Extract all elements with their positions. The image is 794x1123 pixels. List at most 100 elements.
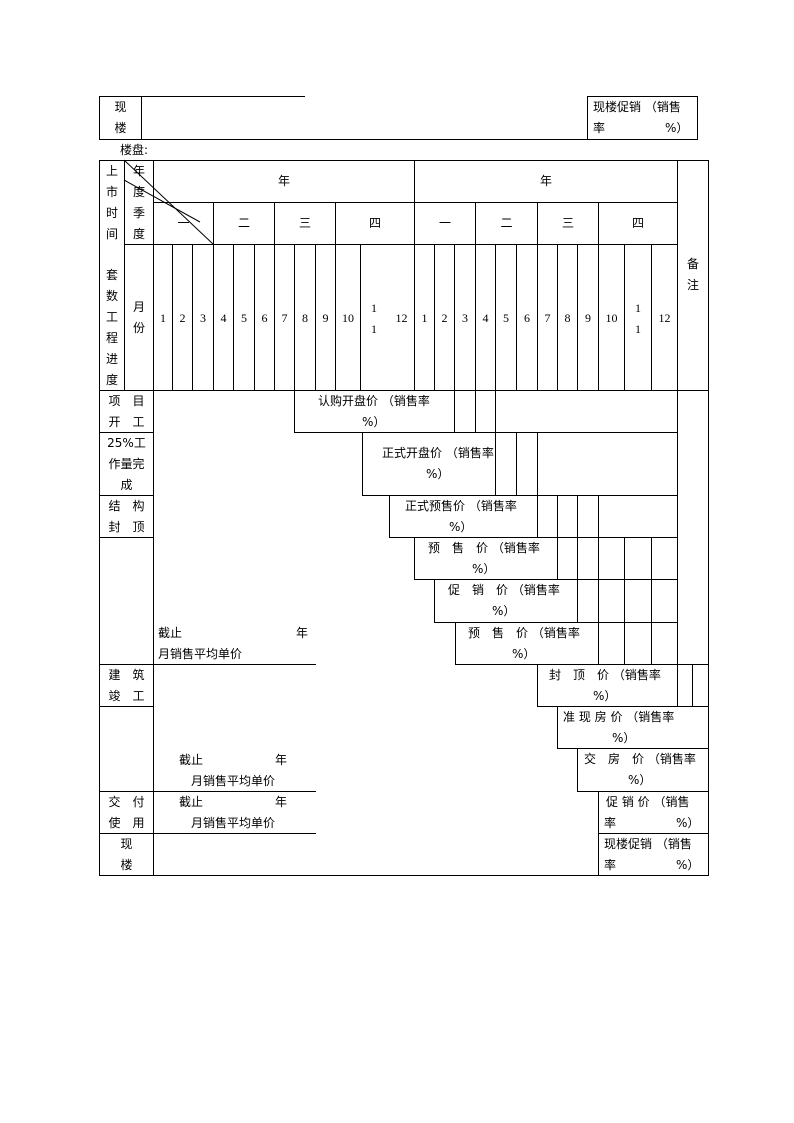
month-header: 3 [462,311,468,325]
price-subscription: 认购开盘价 （销售率 [318,394,430,408]
milestone-existing: 楼 [120,858,133,872]
month-header: 10 [605,311,618,325]
month-header: 9 [322,311,329,325]
milestone-25-percent: 成 [120,478,133,492]
month-label-char: 月 [132,300,145,314]
price-topping: 封 顶 价 （销售率 [549,668,661,682]
avg-price-c-year: 年 [275,795,288,809]
month-header: 6 [261,311,268,325]
launch-time-char: 市 [105,185,118,199]
year-label-char: 年 [132,164,145,178]
milestone-completion: 竣 工 [108,689,145,703]
price-promo-rate: %） [492,604,516,618]
month-header: 4 [482,311,489,325]
milestone-structure-top: 封 顶 [108,520,145,534]
top-promo-rate: 率 %） [593,121,689,135]
milestone-project-start: 开 工 [108,415,145,429]
progress-label-char: 工 [105,310,118,324]
progress-label-char: 度 [105,373,118,387]
price-presale-1: 预 售 价 （销售率 [428,541,540,555]
price-promo: 促 销 价 （销售率 [448,583,560,597]
quarter-header: 四 [631,216,644,230]
property-label: 楼盘: [120,143,149,157]
price-promo-final-rate: 率 %） [604,816,700,830]
quarter-header: 二 [500,216,513,230]
progress-label-char: 套 [105,268,118,282]
progress-label-char: 程 [105,331,118,345]
avg-price-a-year: 年 [296,626,309,640]
progress-label-char: 进 [105,352,118,366]
month-header: 2 [179,311,186,325]
launch-time-char: 时 [105,206,118,220]
milestone-structure-top: 结 构 [108,499,145,513]
month-header: 12 [395,311,408,325]
price-presale-2-rate: %） [512,647,536,661]
launch-time-char: 上 [105,164,118,178]
top-existing-label-1: 现 [114,100,127,114]
price-quasi-existing-rate: %） [612,731,636,745]
price-handover-rate: %） [628,773,652,787]
avg-price-a-prefix: 截止 [158,626,183,640]
month-header: 8 [302,311,308,325]
avg-price-c-prefix: 截止 [179,795,204,809]
month-header: 1 [421,311,428,325]
month-header: 1 [160,311,166,325]
quarter-header: 一 [177,216,190,230]
month-header: 4 [220,311,227,325]
price-topping-rate: %） [593,689,617,703]
avg-price-a-line2: 月销售平均单价 [158,647,243,661]
price-existing-promo-rate: 率 %） [604,858,700,872]
month-header: 7 [544,311,551,325]
month-header: 6 [524,311,530,325]
price-official-open: 正式开盘价 （销售率 [382,446,494,460]
milestone-25-percent: 25%工 [107,436,146,450]
price-subscription-rate: %） [362,415,386,429]
month-header: 1 1 [635,301,641,336]
avg-price-b-prefix: 截止 [179,753,204,767]
price-official-open-rate: %） [426,467,450,481]
milestone-25-percent: 作量完 [108,457,145,471]
month-header: 1 1 [371,301,377,336]
remarks-header-char: 注 [686,278,699,292]
price-handover: 交 房 价 （销售率 [584,752,696,766]
quarter-label-char: 度 [132,227,145,241]
price-presale-1-rate: %） [472,562,496,576]
price-presale-2: 预 售 价 （销售率 [468,626,580,640]
progress-label-char: 数 [105,289,118,303]
price-existing-promo: 现楼促销 （销售 [604,837,692,851]
month-header: 9 [585,311,591,325]
month-header: 10 [342,311,354,325]
month-header: 12 [658,311,671,325]
top-existing-label-2: 楼 [114,121,127,135]
avg-price-b-line2: 月销售平均单价 [191,774,276,788]
quarter-header: 二 [237,216,250,230]
year-2-header: 年 [539,174,552,188]
milestone-delivery: 使 用 [108,816,145,830]
launch-time-char: 间 [105,227,118,241]
remarks-header-char: 备 [686,257,699,271]
price-promo-final: 促 销 价 （销售 [606,795,690,809]
price-quasi-existing: 准 现 房 价 （销售率 [563,710,675,724]
avg-price-b-year: 年 [275,753,288,767]
month-header: 7 [281,311,288,325]
quarter-header: 四 [368,216,381,230]
month-label-char: 份 [132,321,145,335]
month-header: 3 [200,311,206,325]
quarter-header: 三 [561,216,574,230]
avg-price-c-line2: 月销售平均单价 [191,816,276,830]
milestone-completion: 建 筑 [108,668,145,682]
milestone-delivery: 交 付 [108,795,145,809]
milestone-existing: 现 [120,837,133,851]
top-promo-label: 现楼促销 （销售 [593,100,681,114]
quarter-header: 一 [438,216,451,230]
price-official-presale-rate: %） [449,520,473,534]
year-1-header: 年 [277,174,290,188]
month-header: 2 [441,311,448,325]
milestone-project-start: 项 目 [108,394,145,408]
month-header: 8 [564,311,571,325]
quarter-header: 三 [298,216,311,230]
month-header: 5 [503,311,509,325]
quarter-label-char: 季 [132,206,145,220]
price-official-presale: 正式预售价 （销售率 [405,499,517,513]
year-label-char: 度 [132,185,145,199]
